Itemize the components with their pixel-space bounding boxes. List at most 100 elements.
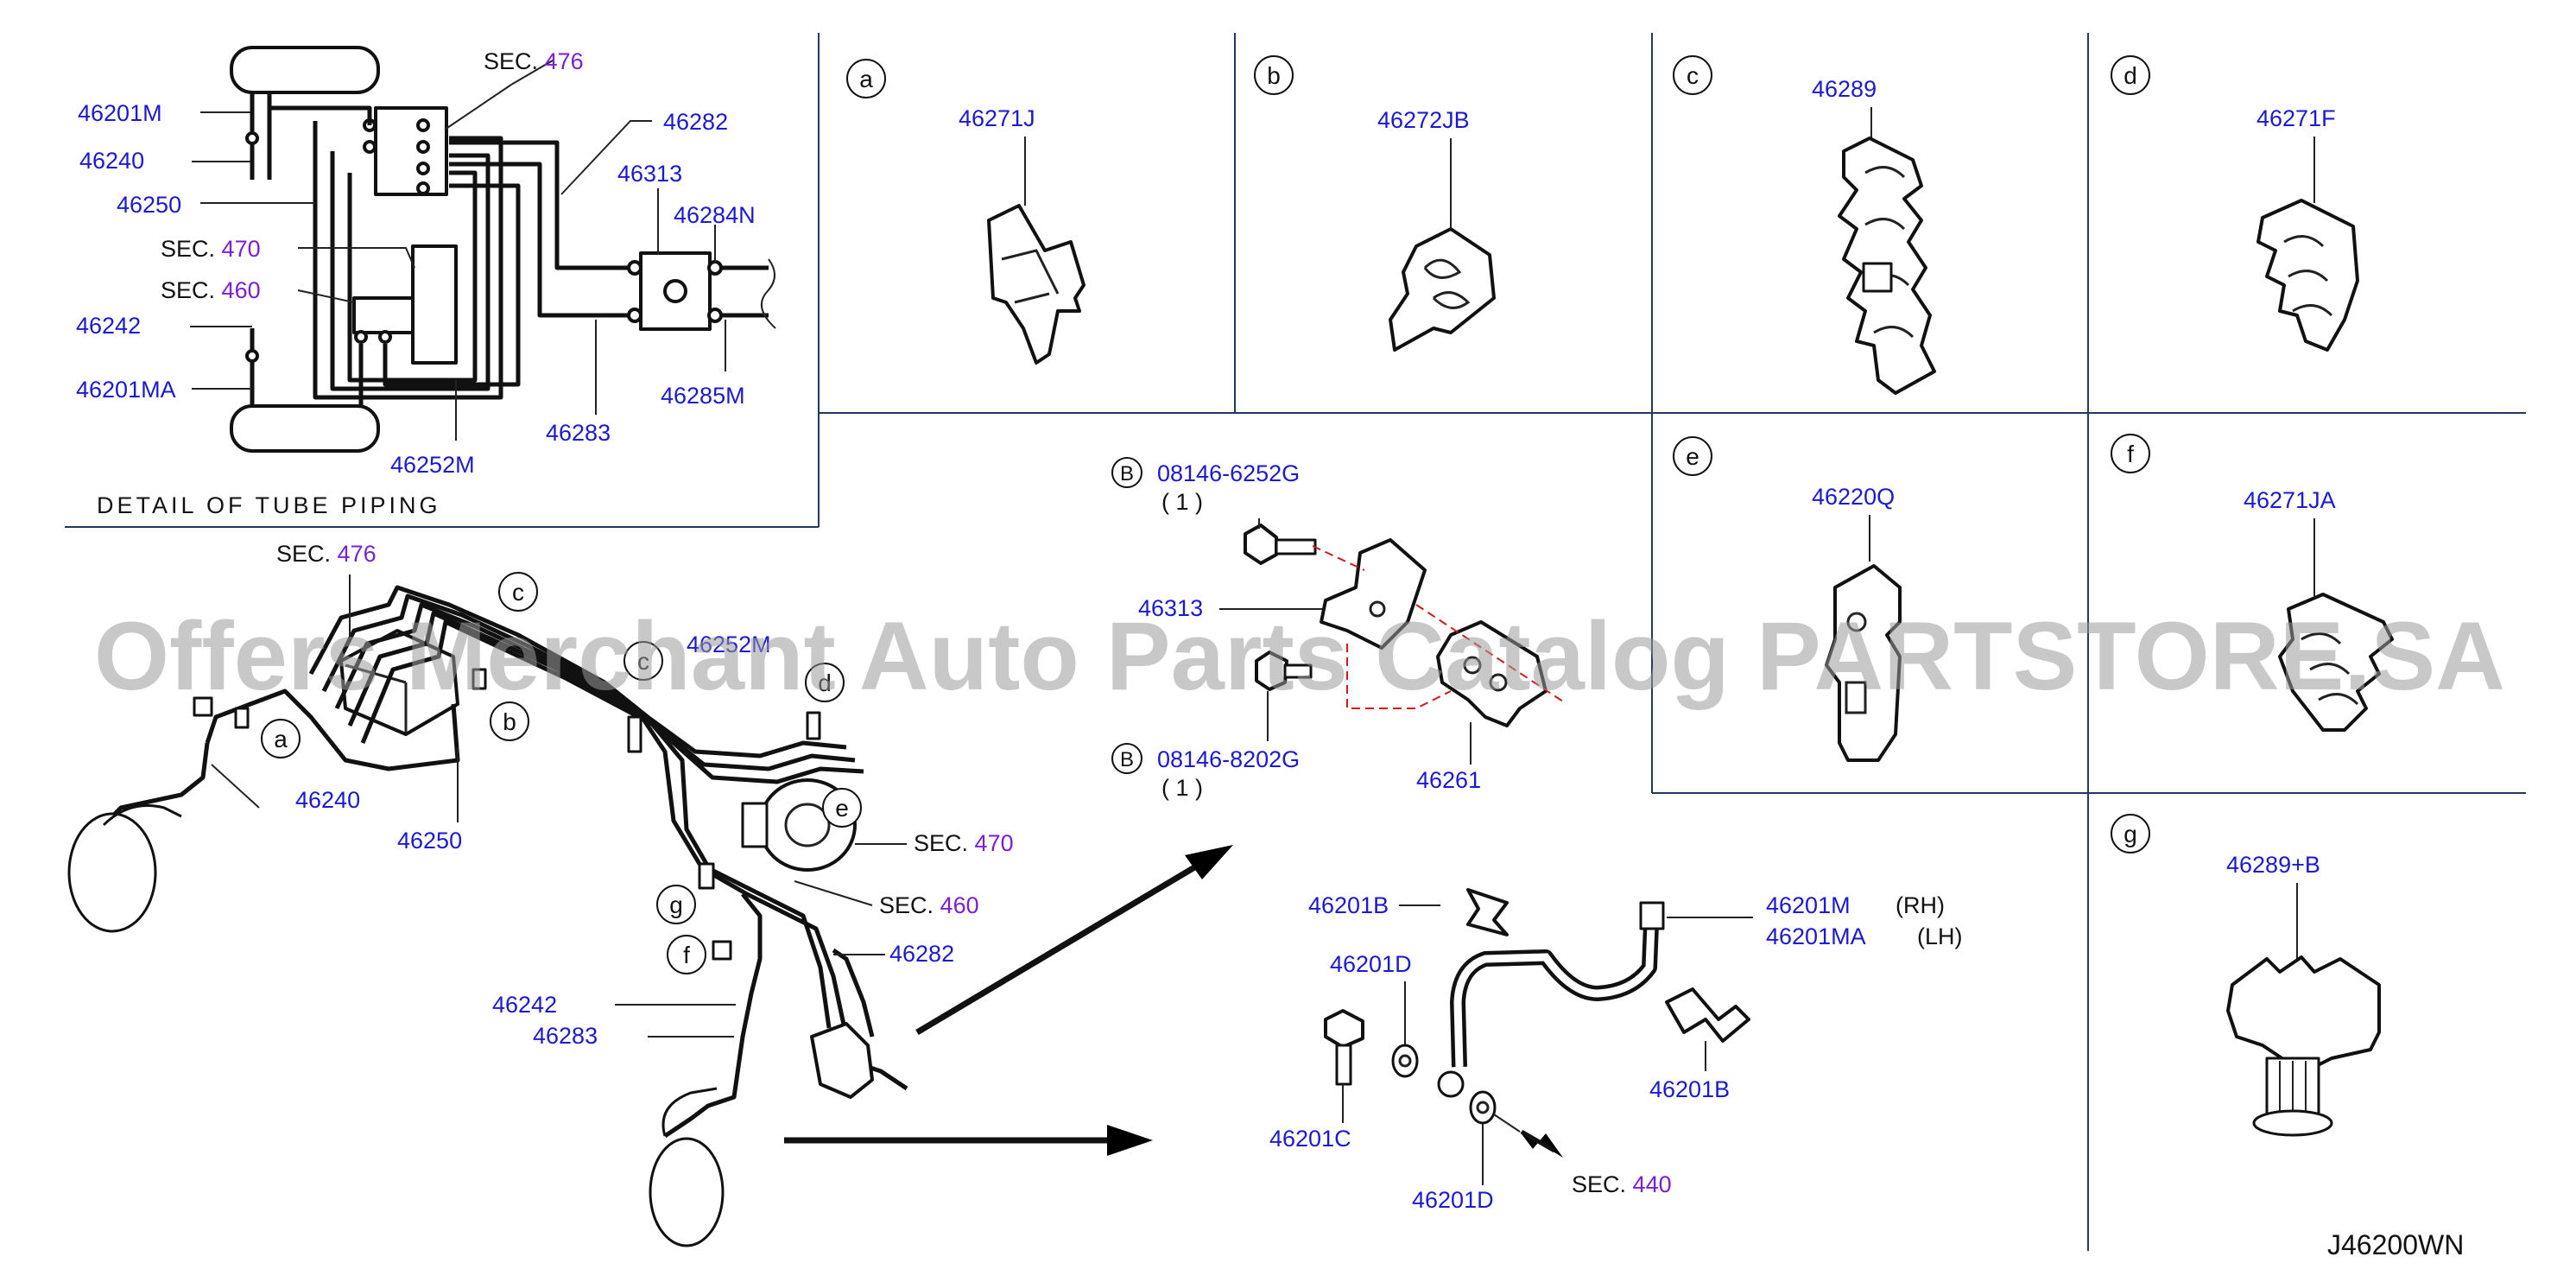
banjo-fitting-icon xyxy=(1437,1070,1465,1098)
cell-d-part: 46271F xyxy=(2256,105,2336,131)
cell-c-letter: c xyxy=(1687,62,1699,89)
bracket-46313-icon xyxy=(1320,538,1427,650)
detail-46201M-label: 46201M xyxy=(78,100,162,126)
detail-46313-label: 46313 xyxy=(617,161,682,187)
hose-46201B-b-label: 46201B xyxy=(1649,1076,1730,1102)
hose-46201M-label: 46201M xyxy=(1766,892,1851,918)
bolt2-part: 08146-8202G xyxy=(1157,746,1300,772)
junction-block xyxy=(374,106,448,196)
main-piping-assembly: c c d e b a g f SEC. 476 46252M 46240 46… xyxy=(67,541,1014,1247)
bolt1-mark: B xyxy=(1120,462,1134,486)
detail-sec-460-label: SEC. 460 xyxy=(161,277,261,303)
bolt2-qty: ( 1 ) xyxy=(1161,775,1203,801)
hose-46201D-a-label: 46201D xyxy=(1330,951,1412,977)
detail-46242-label: 46242 xyxy=(76,313,141,339)
cell-d: d 46271F xyxy=(2111,55,2359,352)
detail-46240-label: 46240 xyxy=(79,148,144,174)
clip-46220Q-icon xyxy=(1825,564,1902,762)
hose-assembly: 46201B 46201D 46201C 46201D SEC. 440 462… xyxy=(1269,888,1963,1213)
cell-c: c 46289 xyxy=(1673,55,1936,395)
cell-a: a 46271J xyxy=(846,59,1085,365)
pointer-arrows xyxy=(784,845,1233,1156)
hose-sec-440-label: SEC. 440 xyxy=(1572,1171,1672,1197)
detail-46284N-label: 46284N xyxy=(674,202,756,228)
detail-46285M-label: 46285M xyxy=(661,383,745,409)
junction-46313-label: 46313 xyxy=(1138,595,1203,621)
detail-tube-piping: SEC. 476 46201M 46240 46250 SEC. 470 SEC… xyxy=(76,46,776,518)
hose-rh-label: (RH) xyxy=(1896,892,1945,918)
bolt-08146-8202G-icon xyxy=(1255,651,1288,691)
main-46240-label: 46240 xyxy=(295,787,360,813)
cell-f-part: 46271JA xyxy=(2244,487,2336,513)
cell-e-part: 46220Q xyxy=(1812,484,1895,510)
detail-46252M-label: 46252M xyxy=(390,452,475,478)
hose-46201C-label: 46201C xyxy=(1269,1126,1351,1152)
clip-46289B-icon xyxy=(2226,955,2381,1069)
cell-e-letter: e xyxy=(1686,443,1699,470)
main-46252M-label: 46252M xyxy=(687,631,771,657)
detail-46250-label: 46250 xyxy=(117,192,181,218)
detail-title: DETAIL OF TUBE PIPING xyxy=(97,492,441,518)
main-clip-a: a xyxy=(274,726,288,752)
detail-46282-label: 46282 xyxy=(663,109,728,135)
main-46242-label: 46242 xyxy=(492,992,557,1018)
main-clip-b: b xyxy=(503,708,516,735)
booster-unit xyxy=(411,244,458,365)
cell-b-part: 46272JB xyxy=(1377,107,1470,133)
junction-assembly: B 08146-6252G ( 1 ) 46313 B 08146-8202G … xyxy=(1111,457,1564,801)
master-cylinder-icon xyxy=(339,629,459,736)
cell-c-part: 46289 xyxy=(1812,76,1877,102)
cell-g: g 46289+B xyxy=(2111,814,2381,1137)
valve-unit-icon xyxy=(810,1022,874,1099)
lower-reservoir xyxy=(230,404,380,453)
arrow-head-lower-icon xyxy=(1107,1125,1153,1156)
clip-46271F-icon xyxy=(2256,199,2359,352)
cell-g-letter: g xyxy=(2123,821,2137,847)
hose-46201D-b-label: 46201D xyxy=(1412,1187,1494,1213)
main-clip-f: f xyxy=(683,942,690,968)
upper-reservoir xyxy=(230,46,380,94)
clip-46271JA-icon xyxy=(2278,593,2394,732)
bolt-08146-6252G-icon xyxy=(1244,524,1278,565)
bolt1-part: 08146-6252G xyxy=(1157,460,1300,486)
cell-f-letter: f xyxy=(2127,441,2134,467)
cell-b: b 46272JB xyxy=(1254,55,1496,352)
bolt-46201C-icon xyxy=(1324,1009,1364,1049)
main-clip-c1: c xyxy=(512,579,524,606)
main-46283-label: 46283 xyxy=(533,1023,598,1049)
main-clip-d: d xyxy=(818,670,832,696)
detail-46283-label: 46283 xyxy=(546,420,611,446)
cell-g-part: 46289+B xyxy=(2226,852,2320,878)
clip-46271J-icon xyxy=(987,204,1085,365)
main-clip-c2: c xyxy=(637,648,649,675)
main-46250-label: 46250 xyxy=(397,828,462,854)
main-sec-476-label: SEC. 476 xyxy=(276,541,377,567)
main-sec-470-label: SEC. 470 xyxy=(914,830,1014,856)
front-brake-disc-icon xyxy=(67,812,157,933)
hose-46201MA-label: 46201MA xyxy=(1766,923,1866,949)
rear-brake-disc-icon xyxy=(649,1137,725,1247)
bolt2-mark: B xyxy=(1120,748,1134,771)
hose-lh-label: (LH) xyxy=(1917,923,1963,949)
cell-d-letter: d xyxy=(2123,62,2137,89)
junction-46261-label: 46261 xyxy=(1416,767,1481,793)
main-46282-label: 46282 xyxy=(889,941,954,967)
diagram-code: J46200WN xyxy=(2327,1229,2464,1260)
clip-46201B-upper-icon xyxy=(1466,888,1509,936)
watermark: Offers Merchant Auto Parts Catalog PARTS… xyxy=(94,602,2505,710)
bolt1-qty: ( 1 ) xyxy=(1161,489,1203,515)
cell-a-letter: a xyxy=(859,66,873,92)
frame-lines xyxy=(65,33,2526,1251)
cell-f: f 46271JA xyxy=(2111,434,2394,732)
detail-46201MA-label: 46201MA xyxy=(76,377,176,403)
clip-46201B-lower-icon xyxy=(1665,987,1750,1043)
bracket-46261-icon xyxy=(1436,620,1547,727)
main-sec-460-label: SEC. 460 xyxy=(879,892,979,918)
cell-b-letter: b xyxy=(1267,62,1281,89)
detail-sec-470-label: SEC. 470 xyxy=(161,236,261,262)
hose-46201B-a-label: 46201B xyxy=(1308,892,1389,918)
main-clip-e: e xyxy=(835,795,849,822)
hose-fitting-icon xyxy=(1639,901,1665,930)
arrow-head-upper-icon xyxy=(1185,845,1233,879)
